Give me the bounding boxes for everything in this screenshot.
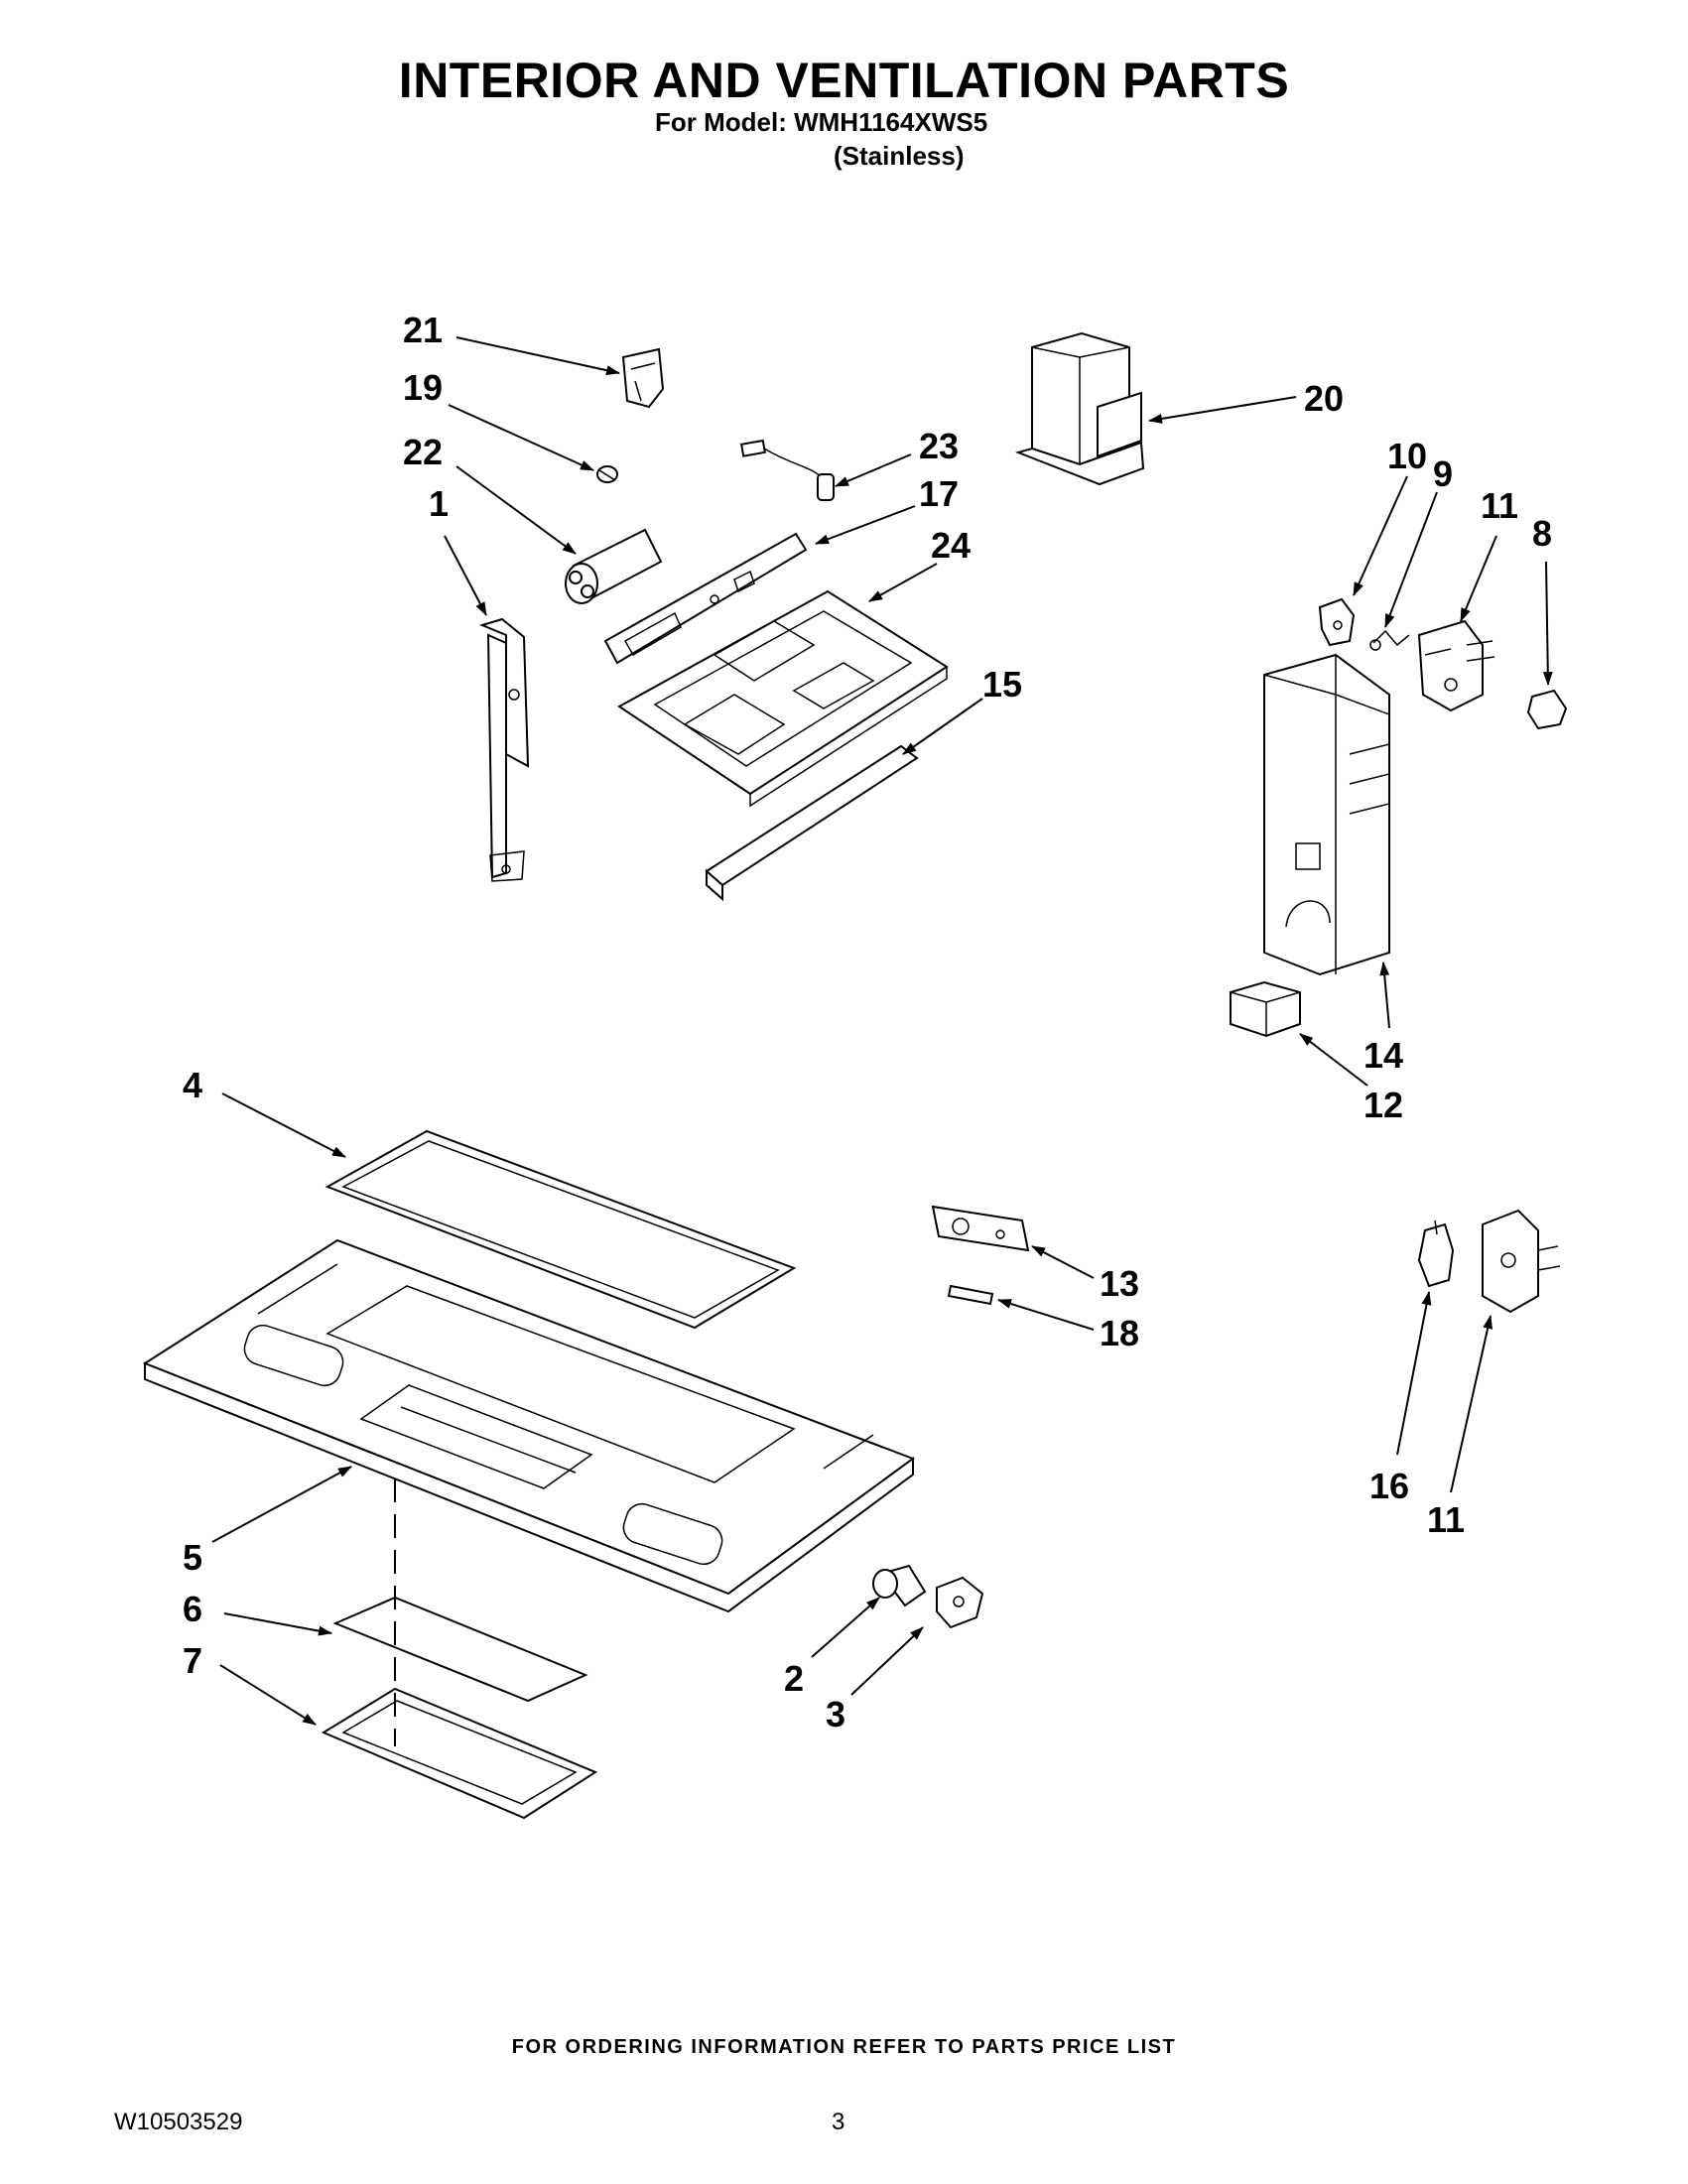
part-12-noise-filter xyxy=(1230,980,1301,1038)
model-number: For Model: WMH1164XWS5 xyxy=(655,107,988,137)
part-6-lens xyxy=(332,1596,588,1703)
part-14-cover xyxy=(1263,653,1390,976)
part-19-clip xyxy=(596,465,618,483)
part-18-fuse xyxy=(947,1284,994,1306)
part-11-switch-housing xyxy=(1417,619,1495,712)
callout-10: 10 xyxy=(1387,436,1427,476)
part-1-bracket xyxy=(479,617,530,882)
part-9-spring xyxy=(1369,629,1410,651)
callout-13: 13 xyxy=(1100,1263,1139,1304)
callout-4: 4 xyxy=(183,1065,202,1105)
callout-20: 20 xyxy=(1304,378,1344,419)
leader-lines xyxy=(211,336,1553,1726)
callout-9: 9 xyxy=(1433,453,1453,494)
page-number: 3 xyxy=(832,2109,845,2135)
ordering-note: FOR ORDERING INFORMATION REFER TO PARTS … xyxy=(511,2036,1177,2058)
document-number: W10503529 xyxy=(114,2109,243,2135)
part-11-switch-housing-lower xyxy=(1482,1209,1561,1314)
callout-17: 17 xyxy=(919,473,959,514)
callout-23: 23 xyxy=(919,426,959,466)
callout-21: 21 xyxy=(403,310,443,350)
callout-11-bottom: 11 xyxy=(1427,1499,1465,1540)
callout-2: 2 xyxy=(784,1658,804,1699)
callout-22: 22 xyxy=(403,432,443,472)
part-4-charcoal-filter xyxy=(325,1129,797,1330)
part-10-switch-actuator xyxy=(1318,597,1356,647)
part-24-base-plate xyxy=(617,589,949,808)
callout-8: 8 xyxy=(1532,513,1552,554)
part-16-switch xyxy=(1417,1220,1455,1288)
callout-5: 5 xyxy=(183,1537,202,1578)
part-23-thermal-fuse xyxy=(739,439,835,501)
callout-7: 7 xyxy=(183,1640,202,1681)
callout-3: 3 xyxy=(826,1694,845,1734)
part-main-panel xyxy=(142,1238,916,1613)
part-8-switch xyxy=(1526,689,1568,730)
callout-11-top: 11 xyxy=(1481,485,1518,526)
callout-6: 6 xyxy=(183,1589,202,1629)
callout-12: 12 xyxy=(1363,1085,1403,1125)
callout-14: 14 xyxy=(1363,1035,1403,1076)
page-title: INTERIOR AND VENTILATION PARTS xyxy=(398,53,1290,108)
part-22-capacitor xyxy=(565,528,663,604)
callout-24: 24 xyxy=(931,525,971,566)
callout-18: 18 xyxy=(1100,1313,1139,1353)
part-21-bracket xyxy=(621,347,665,409)
callout-16: 16 xyxy=(1369,1466,1409,1506)
part-7-light-cover xyxy=(321,1687,598,1820)
part-3-lamp-socket xyxy=(936,1576,984,1629)
part-13-thermostat xyxy=(931,1205,1030,1252)
model-finish: (Stainless) xyxy=(834,141,965,171)
callout-15: 15 xyxy=(982,664,1022,705)
callout-19: 19 xyxy=(403,367,443,408)
part-20-transformer xyxy=(1014,331,1145,486)
callout-1: 1 xyxy=(429,483,449,524)
part-15-strip xyxy=(705,744,919,902)
part-2-lamp xyxy=(872,1564,927,1607)
part-17-bracket xyxy=(603,532,808,665)
